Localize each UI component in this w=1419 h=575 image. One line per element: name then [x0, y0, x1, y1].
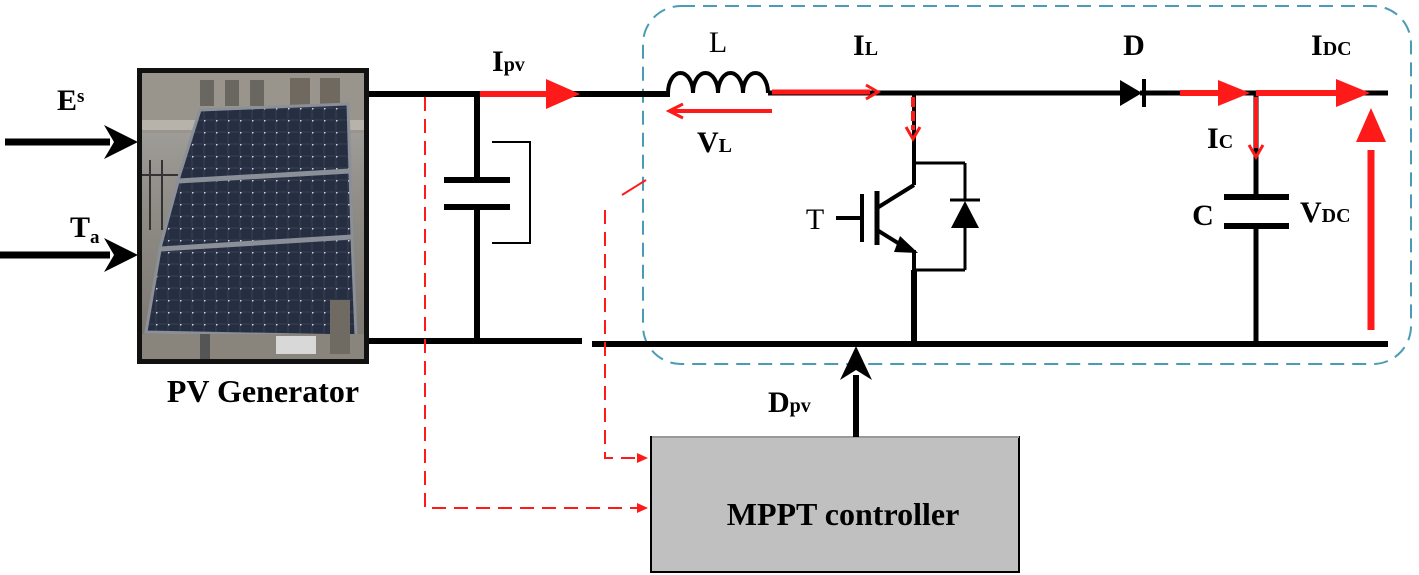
pv-current-arrow: [480, 79, 580, 109]
current-sense-line-down: [604, 210, 640, 459]
switch-label: T: [806, 203, 824, 236]
diode-label: D: [1123, 29, 1145, 62]
pv-current-label: Ipv: [492, 45, 525, 78]
temperature-input-arrow: [0, 238, 138, 272]
irradiance-label: Es: [57, 84, 84, 117]
capacitor-label: C: [1192, 199, 1214, 232]
duty-cycle-label: Dpv: [768, 386, 811, 419]
irradiance-input-arrow: [5, 125, 138, 159]
boost-diode: [1120, 79, 1146, 107]
pv-generator-image: [137, 68, 369, 364]
temperature-label: Ta: [70, 211, 100, 248]
capacitor-current-label: IC: [1207, 122, 1233, 155]
voltage-sense-line: [424, 97, 640, 509]
capacitor-current-arrow: [1247, 97, 1265, 160]
mppt-controller-box: [650, 436, 1020, 573]
dc-current-label: IDC: [1311, 29, 1352, 62]
current-sense-line: [621, 179, 647, 196]
input-capacitor: [444, 94, 531, 341]
igbt-switch: [836, 93, 980, 344]
switch-current-arrow: [904, 97, 922, 142]
dc-voltage-label: VDC: [1300, 196, 1351, 229]
output-current-arrow: [1180, 79, 1370, 107]
mppt-controller-label: MPPT controller: [727, 496, 960, 532]
inductor-voltage-arrow: [665, 102, 772, 120]
dc-voltage-arrow: [1356, 108, 1386, 330]
inductor-voltage-label: VL: [697, 126, 732, 159]
converter-boundary: [642, 5, 1412, 365]
inductor-current-arrow: [772, 83, 881, 101]
inductor-current-label: IL: [853, 29, 878, 62]
duty-cycle-arrow: [840, 346, 872, 437]
inductor-label: L: [709, 26, 727, 59]
inductor-coil: [666, 71, 770, 94]
pv-generator-caption: PV Generator: [167, 373, 359, 409]
